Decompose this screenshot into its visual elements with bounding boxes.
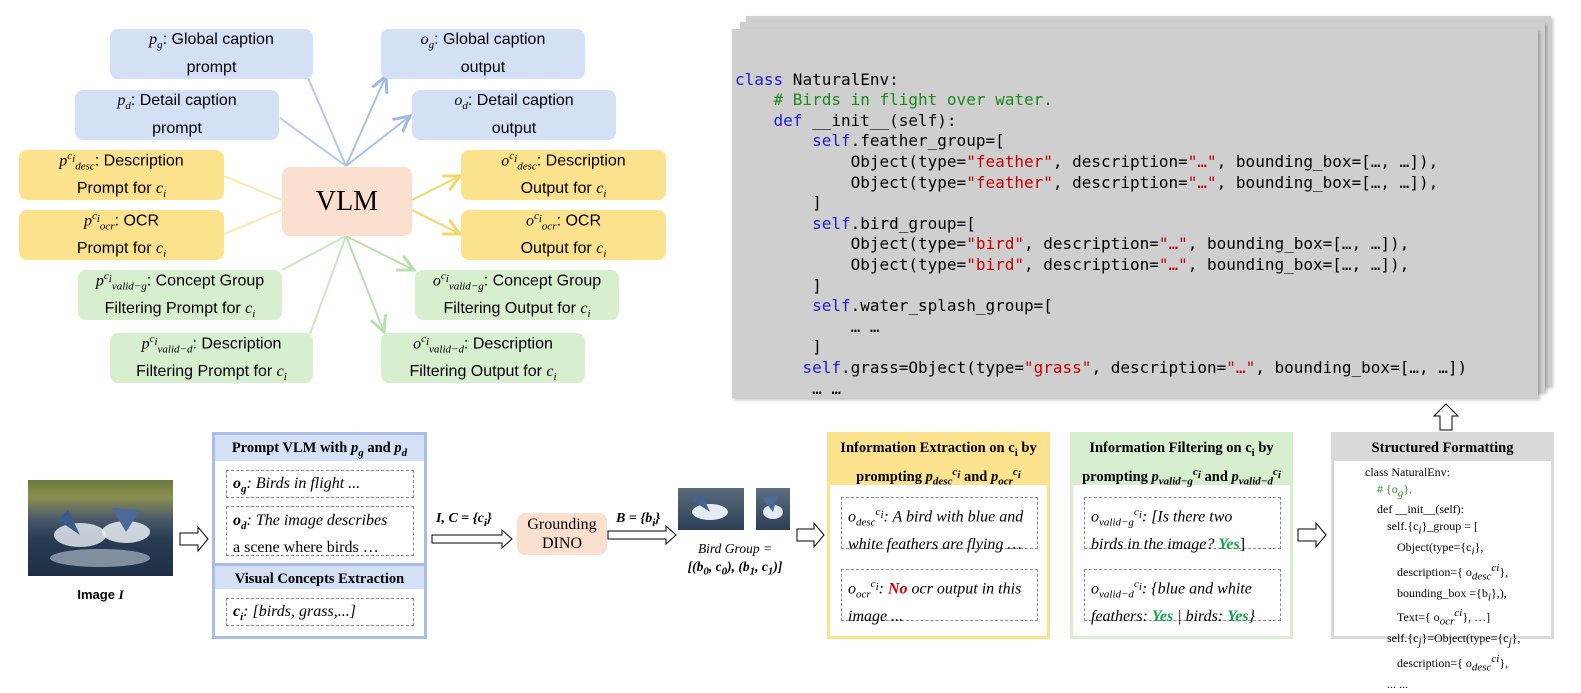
sf-line: self.{cj}=Object(type={cj},	[1387, 631, 1521, 649]
global-caption-output: og: Birds in flight ...	[226, 470, 414, 498]
sf-line: Object(type={ci},	[1397, 539, 1484, 558]
code-line: Object(type="bird", description="…", bou…	[850, 234, 1410, 254]
input-image	[28, 480, 173, 576]
sf-line: self.{ci}_group = [	[1387, 518, 1479, 537]
prompt-vlm-panel: Prompt VLM with pg and pd og: Birds in f…	[212, 432, 427, 639]
sf-line: class NaturalEnv:	[1365, 465, 1450, 479]
sf-line: description={ odescci},	[1397, 653, 1509, 674]
code-line: ]	[812, 193, 822, 213]
code-line: Object(type="feather", description="…", …	[850, 151, 1439, 171]
code-line: ]	[812, 275, 822, 295]
filter-desc-output-box: ovalid−dci: {blue and white feathers: Ye…	[1084, 569, 1281, 625]
image-caption: Image I	[77, 587, 124, 602]
grounding-dino-label: Grounding DINO	[527, 516, 597, 552]
code-listing: class NaturalEnv: # Birds in flight over…	[735, 49, 1467, 440]
structured-formatting-title: Structured Formatting	[1334, 435, 1551, 461]
code-line: … …	[812, 378, 841, 398]
code-line: # Birds in flight over water.	[773, 90, 1053, 110]
grounding-dino-node: Grounding DINO	[517, 513, 607, 555]
code-line: class NaturalEnv:	[735, 69, 899, 89]
sf-line: Text={ oocrci}, …]	[1397, 607, 1491, 628]
desc-output-box: odescci: A bird with blue and white feat…	[841, 497, 1038, 553]
bird-crop-1	[678, 488, 744, 530]
code-line: self.water_splash_group=[	[812, 296, 1053, 316]
code-line: Object(type="feather", description="…", …	[850, 172, 1439, 192]
code-line: self.bird_group=[	[812, 213, 976, 233]
sf-line: description={ odescci},	[1397, 561, 1509, 583]
arrow-label-b: B = {bi}	[616, 511, 661, 529]
info-extraction-title: Information Extraction on ci by promptin…	[830, 435, 1047, 488]
hub-connectors	[179, 0, 1460, 553]
code-card: class NaturalEnv: # Birds in flight over…	[732, 29, 1538, 398]
concepts-output: ci: [birds, grass,...]	[226, 598, 414, 626]
ocr-output-box: oocrci: No ocr output in this image ...	[841, 569, 1038, 625]
filter-group-output-box: ovalid−gci: [Is there two birds in the i…	[1084, 497, 1281, 553]
info-filtering-title: Information Filtering on ci by prompting…	[1073, 435, 1290, 488]
bird-crop-icon	[762, 494, 783, 519]
structured-code: class NaturalEnv: # {og}. def __init__(s…	[1365, 464, 1550, 693]
vlm-label: VLM	[315, 185, 379, 217]
sf-line: ... ...	[1387, 677, 1408, 692]
code-line: Object(type="bird", description="…", bou…	[850, 254, 1410, 274]
info-filtering-panel: Information Filtering on ci by prompting…	[1070, 432, 1293, 639]
bird-group-value: [(b0, c0), (b1, c1)]	[687, 559, 783, 578]
sf-line: bounding_box ={bi},),	[1397, 585, 1507, 603]
code-line: self.feather_group=[	[812, 131, 1005, 151]
bird-crop-icon	[692, 494, 728, 520]
sf-line: def __init__(self):	[1377, 502, 1464, 517]
info-extraction-panel: Information Extraction on ci by promptin…	[827, 432, 1050, 639]
detail-caption-output: od: The image describes a scene where bi…	[226, 506, 414, 556]
code-line: self.grass=Object(type="grass", descript…	[802, 357, 1468, 377]
code-line: ]	[812, 337, 822, 357]
structured-formatting-panel: Structured Formatting class NaturalEnv: …	[1331, 432, 1554, 691]
concepts-title: Visual Concepts Extraction	[215, 563, 424, 589]
code-line: … …	[850, 316, 880, 336]
vlm-node: VLM	[282, 167, 412, 236]
bird-group-label: Bird Group = [(b0, c0), (b1, c1)]	[687, 541, 783, 578]
arrow-label-ic: I, C = {ci}	[436, 511, 492, 529]
bird-photo-icon	[50, 508, 150, 567]
bird-crop-2	[756, 488, 790, 530]
sf-line: # {og}.	[1377, 481, 1413, 499]
prompt-vlm-title: Prompt VLM with pg and pd	[215, 435, 424, 461]
code-line: def __init__(self):	[773, 110, 957, 130]
